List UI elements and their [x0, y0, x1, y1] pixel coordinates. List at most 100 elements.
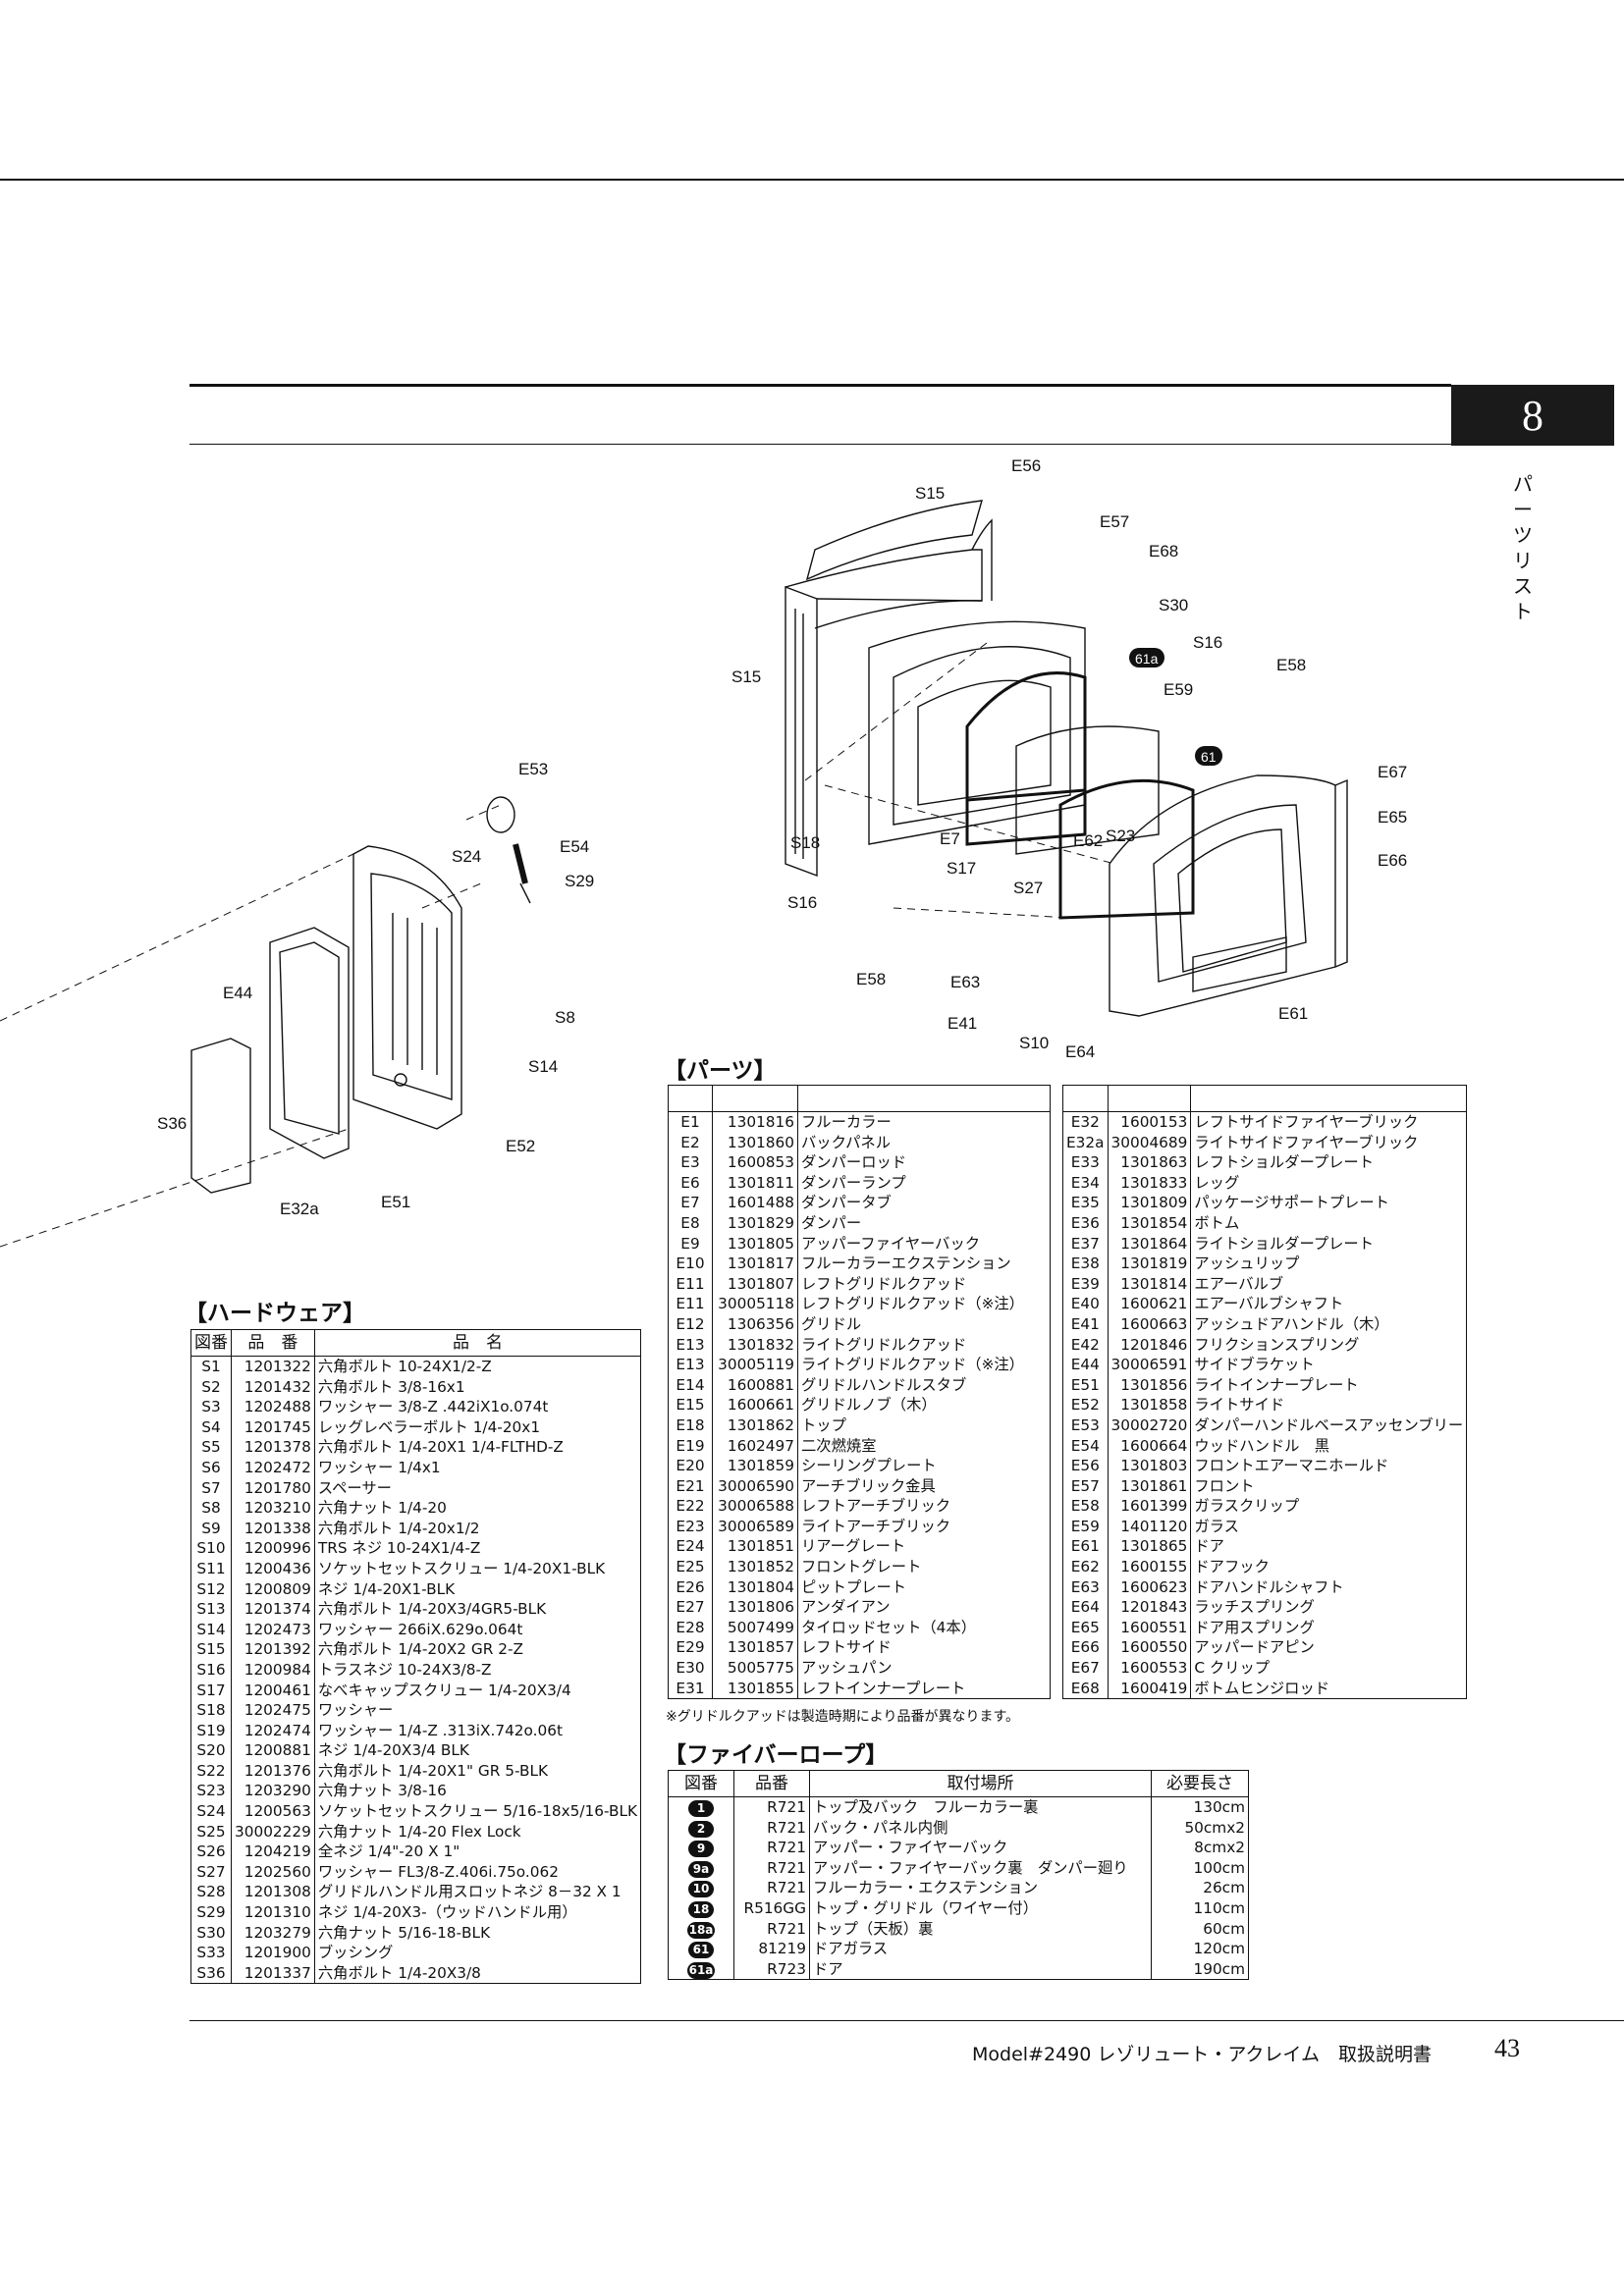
parts-left-cell-0: E28 [676, 1618, 705, 1636]
parts-left-cell-0: E18 [676, 1415, 705, 1434]
rope-cell-3: 100cm [1151, 1857, 1249, 1879]
parts-right-cell-0: E37 [1070, 1234, 1100, 1253]
parts-right-cell-2: アッシュドアハンドル（木） [1190, 1313, 1467, 1335]
hardware-cell-1: 1202488 [231, 1397, 315, 1417]
rope-cell-2: アッパー・ファイヤーバック裏 ダンパー廻り [809, 1857, 1152, 1879]
hardware-cell-0: S11 [196, 1559, 226, 1577]
parts-left-cell-1: 1301804 [712, 1576, 798, 1598]
parts-left-cell-2: トップ [797, 1415, 1051, 1436]
label-E53: E53 [518, 760, 548, 778]
hardware-cell-1: 1200461 [231, 1680, 315, 1701]
parts-left-cell-0: E24 [676, 1537, 705, 1556]
label-E61: E61 [1278, 1004, 1308, 1023]
label-S24: S24 [452, 847, 481, 866]
parts-right-cell-0: E40 [1070, 1295, 1100, 1313]
parts-right-cell-1: 1301819 [1107, 1254, 1191, 1274]
parts-right-cell-2: ライトサイドファイヤーブリック [1190, 1132, 1467, 1153]
parts-left-cell-2: ダンパーロッド [797, 1152, 1051, 1173]
parts-right-cell-1: 30002720 [1107, 1415, 1191, 1436]
hardware-cell-2: ワッシャー 266iX.629o.064t [313, 1619, 641, 1640]
parts-left-cell-2: シーリングプレート [797, 1456, 1051, 1476]
parts-left-cell-1: 1301855 [712, 1678, 798, 1699]
parts-right-cell-2: ドアフック [1190, 1557, 1467, 1577]
parts-right-cell-2: ドア用スプリング [1190, 1617, 1467, 1638]
parts-left-cell-2: グリドルノブ（木） [797, 1395, 1051, 1415]
parts-right-cell-0: E58 [1070, 1497, 1100, 1516]
parts-left-cell-2: ダンパーランプ [797, 1172, 1051, 1194]
parts-left-cell-0: E27 [676, 1598, 705, 1617]
chapter-number: 8 [1522, 391, 1543, 440]
parts-right-cell-1: 1301858 [1107, 1395, 1191, 1415]
rope-number-badge: 9a [688, 1860, 714, 1878]
hardware-cell-2: レッグレベラーボルト 1/4-20x1 [313, 1416, 641, 1438]
hardware-cell-0: S23 [196, 1782, 226, 1800]
parts-right-cell-2: ボトム [1190, 1212, 1467, 1234]
hardware-cell-1: 1202474 [231, 1720, 315, 1741]
parts-left-cell-2: フルーカラーエクステンション [797, 1254, 1051, 1274]
rope-cell-1: R721 [733, 1796, 810, 1818]
parts-left-cell-1: 1600881 [712, 1374, 798, 1396]
hardware-cell-1: 30002229 [231, 1821, 315, 1842]
parts-left-cell-2: レフトインナープレート [797, 1678, 1051, 1699]
rope-number-badge: 61 [688, 1942, 714, 1959]
parts-right-cell-0: E64 [1070, 1598, 1100, 1617]
parts-right-cell-0: E67 [1070, 1659, 1100, 1678]
label-E58b: E58 [856, 970, 886, 988]
header-rule-thick [189, 384, 1451, 387]
hardware-cell-2: 六角ナット 3/8-16 [313, 1781, 641, 1802]
parts-left-cell-2: ダンパータブ [797, 1193, 1051, 1213]
parts-right-cell-1: 1301863 [1107, 1152, 1191, 1173]
badge-61a: 61a [1135, 651, 1159, 667]
parts-right-cell-1: 30004689 [1107, 1132, 1191, 1153]
hardware-cell-2: 六角ナット 5/16-18-BLK [313, 1922, 641, 1944]
parts-right-cell-1: 1301861 [1107, 1475, 1191, 1497]
parts-left-cell-0: E20 [676, 1457, 705, 1475]
rope-cell-1: R721 [733, 1838, 810, 1858]
rope-cell-0: 2 [669, 1818, 734, 1839]
parts-right-cell-0: E44 [1070, 1356, 1100, 1374]
parts-right-cell-2: フロントエアーマニホールド [1190, 1456, 1467, 1476]
hardware-cell-2: ネジ 1/4-20X3/4 BLK [313, 1740, 641, 1761]
callout-badges: 61a 61 [1129, 648, 1222, 766]
rope-number-badge: 18a [686, 1921, 716, 1939]
parts-right-cell-0: E66 [1070, 1638, 1100, 1657]
footer-rule [189, 2020, 1624, 2021]
parts-right-cell-2: サイドブラケット [1190, 1355, 1467, 1375]
parts-left-cell-2: リアーグレート [797, 1536, 1051, 1558]
hardware-cell-1: 1200436 [231, 1558, 315, 1579]
parts-left-cell-1: 1306356 [712, 1313, 798, 1335]
section-title-vertical: パ ー ツ リ ス ト [1513, 472, 1533, 623]
parts-right-cell-2: C クリップ [1190, 1658, 1467, 1679]
hardware-cell-0: S16 [196, 1660, 226, 1679]
rope-cell-1: 81219 [733, 1939, 810, 1959]
hardware-cell-1: 1201780 [231, 1477, 315, 1499]
label-E51: E51 [381, 1193, 410, 1211]
